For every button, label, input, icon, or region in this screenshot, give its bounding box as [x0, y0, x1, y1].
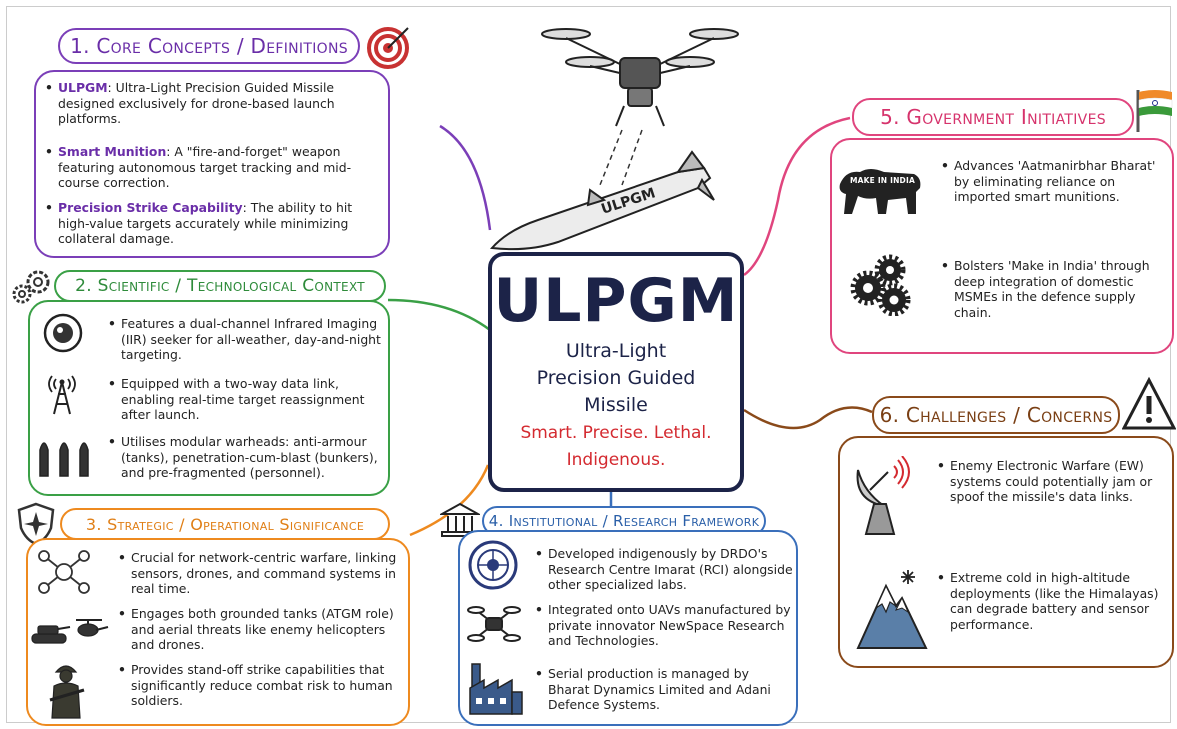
connector-s1: [439, 124, 492, 231]
challenge-item: Extreme cold in high-altitude deployment…: [937, 570, 1166, 632]
make-in-india-text: MAKE IN INDIA: [850, 176, 915, 185]
initiative-item: Bolsters 'Make in India' through deep in…: [941, 258, 1168, 320]
definition-term: ULPGM: [58, 80, 108, 95]
factory-icon: [469, 663, 523, 715]
definition-term: Smart Munition: [58, 144, 167, 159]
connector-s2: [387, 298, 491, 332]
section-5-title: 5. Government Initiatives: [852, 98, 1134, 136]
definition-term: Precision Strike Capability: [58, 200, 243, 215]
network-icon: [38, 550, 90, 594]
framework-item: Developed indigenously by DRDO's Researc…: [535, 546, 794, 593]
significance-item: Provides stand-off strike capabilities t…: [118, 662, 403, 709]
central-subtitle-line: Missile: [584, 394, 648, 416]
significance-item: Crucial for network-centric warfare, lin…: [118, 550, 403, 597]
antenna-icon: [48, 375, 76, 415]
snowy-mountain-icon: [856, 570, 928, 649]
central-tagline: Indigenous.: [566, 450, 666, 470]
gears-icon: [12, 270, 50, 304]
warheads-icon: [39, 442, 89, 477]
section-1-title: 1. Core Concepts / Definitions: [58, 28, 360, 64]
missile-illustration-icon: ULPGM: [489, 150, 715, 251]
soldier-icon: [49, 665, 85, 719]
definition-text: : A "fire-and-forget" weapon featuring a…: [58, 144, 352, 191]
target-icon: [367, 27, 409, 69]
framework-item: Integrated onto UAVs manufactured by pri…: [535, 602, 794, 649]
tank-helicopter-icon: [31, 619, 109, 644]
drone-icon: [467, 606, 521, 642]
definition-item: Smart Munition: A "fire-and-forget" weap…: [45, 144, 380, 191]
section-2-title: 2. Scientific / Technological Context: [54, 270, 386, 302]
warning-icon: [1122, 376, 1176, 430]
make-in-india-lion-icon: MAKE IN INDIA: [836, 162, 924, 218]
context-item: Utilises modular warheads: anti-armour (…: [108, 434, 385, 481]
section-3-title: 3. Strategic / Operational Significance: [60, 508, 390, 540]
camera-sensor-icon: [43, 313, 83, 353]
definition-item: Precision Strike Capability: The ability…: [45, 200, 380, 247]
central-subtitle-line: Precision Guided: [536, 367, 696, 389]
framework-item: Serial production is managed by Bharat D…: [535, 666, 794, 713]
initiative-item: Advances 'Aatmanirbhar Bharat' by elimin…: [941, 158, 1168, 205]
drone-illustration-icon: [541, 28, 739, 127]
central-subtitle-line: Ultra-Light: [565, 340, 667, 362]
challenge-item: Enemy Electronic Warfare (EW) systems co…: [937, 458, 1166, 505]
gears-icon: [850, 254, 911, 316]
drdo-emblem-icon: [468, 540, 518, 590]
definition-text: : Ultra-Light Precision Guided Missile d…: [58, 80, 335, 127]
context-item: Equipped with a two-way data link, enabl…: [108, 376, 385, 423]
context-item: Features a dual-channel Infrared Imaging…: [108, 316, 385, 363]
connector-s5: [743, 116, 851, 277]
institution-icon: [440, 502, 480, 537]
central-topic-box: ULPGM Ultra-Light Precision Guided Missi…: [488, 252, 744, 492]
central-tagline: Smart. Precise. Lethal.: [520, 423, 712, 443]
section-6-title: 6. Challenges / Concerns: [872, 396, 1120, 434]
central-title: ULPGM: [493, 266, 739, 336]
significance-item: Engages both grounded tanks (ATGM role) …: [118, 606, 403, 653]
satellite-dish-icon: [856, 456, 910, 535]
definition-text: : The ability to hit high-value targets …: [58, 200, 353, 247]
connector-s6: [743, 406, 873, 430]
india-flag-icon: [1136, 90, 1173, 132]
definition-item: ULPGM: Ultra-Light Precision Guided Miss…: [45, 80, 380, 127]
